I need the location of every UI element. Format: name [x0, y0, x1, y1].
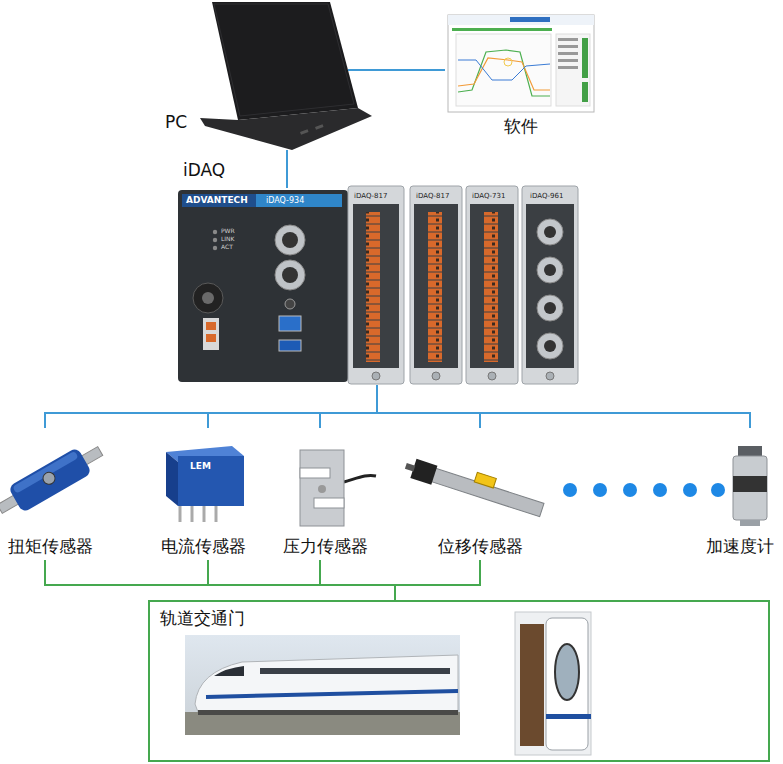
module-label: iDAQ-961 — [530, 193, 563, 201]
displacement-sensor-picture — [403, 451, 547, 520]
brand-label: ADVANTECH — [186, 196, 248, 206]
node-label: 加速度计 — [706, 536, 774, 556]
connector-line — [45, 385, 377, 428]
current-sensor-picture — [166, 446, 244, 522]
connector-line — [395, 560, 480, 600]
model-label: iDAQ-934 — [266, 197, 304, 206]
node-label: 扭矩传感器 — [8, 536, 93, 556]
node-label: PC — [165, 112, 187, 132]
connector-line — [208, 560, 395, 600]
daq-node: iDAQ — [175, 188, 582, 385]
led-label: LINK — [221, 236, 235, 243]
torque-sensor-picture — [0, 438, 108, 522]
module-label: iDAQ-817 — [416, 193, 449, 201]
train-picture — [185, 635, 460, 735]
module-label: iDAQ-817 — [354, 193, 387, 201]
node-label: 轨道交通门 — [160, 608, 245, 628]
connector-line — [208, 385, 377, 428]
sensor-node: 位移传感器 — [432, 428, 528, 560]
node-label: 压力传感器 — [283, 536, 368, 556]
connector-line — [320, 385, 377, 428]
node-label: iDAQ — [183, 160, 225, 180]
sensor-node: 压力传感器 — [277, 428, 373, 560]
pc-node: PC — [195, 0, 348, 150]
module-label: iDAQ-731 — [472, 193, 505, 201]
system-box: 轨道交通门 — [148, 600, 770, 762]
connector-line — [348, 69, 445, 71]
door-picture — [515, 612, 591, 755]
pressure-sensor-picture — [300, 450, 376, 526]
brand-label: LEM — [190, 462, 211, 472]
node-label: 位移传感器 — [438, 536, 523, 556]
connector-line — [45, 560, 395, 600]
led-label: ACT — [221, 244, 233, 251]
software-node: 软件 — [445, 12, 596, 140]
connector-line — [286, 150, 288, 188]
laptop-picture — [200, 2, 372, 150]
sensor-node: 电流传感器 — [155, 428, 251, 560]
connector-line — [320, 560, 395, 600]
sensor-node: 加速度计 — [700, 428, 780, 560]
connector-line — [377, 385, 480, 428]
more-sensors-dots — [563, 483, 725, 497]
idaq-chassis — [178, 186, 578, 384]
led-label: PWR — [221, 228, 235, 235]
connector-line — [377, 385, 750, 428]
node-label: 电流传感器 — [161, 536, 246, 556]
software-screenshot — [448, 15, 594, 112]
sensor-node: 扭矩传感器 — [3, 428, 98, 560]
accelerometer-picture — [733, 446, 767, 526]
node-label: 软件 — [504, 116, 538, 136]
